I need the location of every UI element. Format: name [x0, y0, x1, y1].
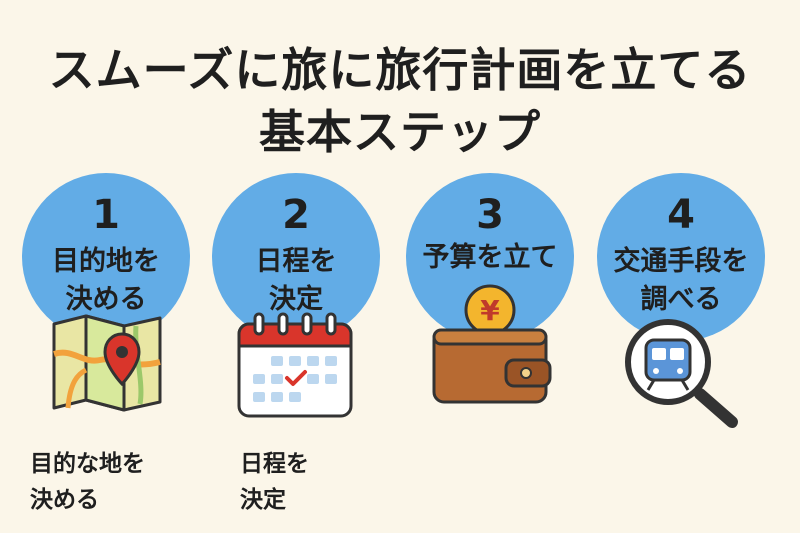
step-4-label: 交通手段を 調べる [613, 246, 749, 315]
step-3-label: 予算を立て [422, 242, 558, 273]
step-2-label: 日程を 決定 [255, 246, 337, 315]
wallet-icon: ¥ [432, 284, 552, 404]
step-2-number: 2 [282, 192, 310, 238]
step-3-circle: 3 予算を立て [406, 173, 574, 341]
step-2-circle: 2 日程を 決定 [212, 173, 380, 341]
calendar-icon [237, 312, 353, 418]
caption-2: 日程を 決定 [240, 451, 309, 513]
step-3-number: 3 [476, 192, 504, 238]
step-1-circle: 1 目的地を 決める [22, 173, 190, 341]
step-1-label: 目的地を 決める [52, 246, 160, 315]
caption-1: 目的な地を 決める [30, 451, 145, 513]
title-line-1: スムーズに旅に旅行計画を立てる [48, 43, 752, 97]
title-line-2: 基本ステップ [259, 105, 541, 159]
map-pin-icon [52, 314, 162, 412]
step-1-number: 1 [92, 192, 120, 238]
step-4-number: 4 [667, 192, 695, 238]
step-4-circle: 4 交通手段を 調べる [597, 173, 765, 341]
yen-coin-symbol: ¥ [480, 294, 500, 327]
train-magnifier-icon [625, 319, 738, 428]
